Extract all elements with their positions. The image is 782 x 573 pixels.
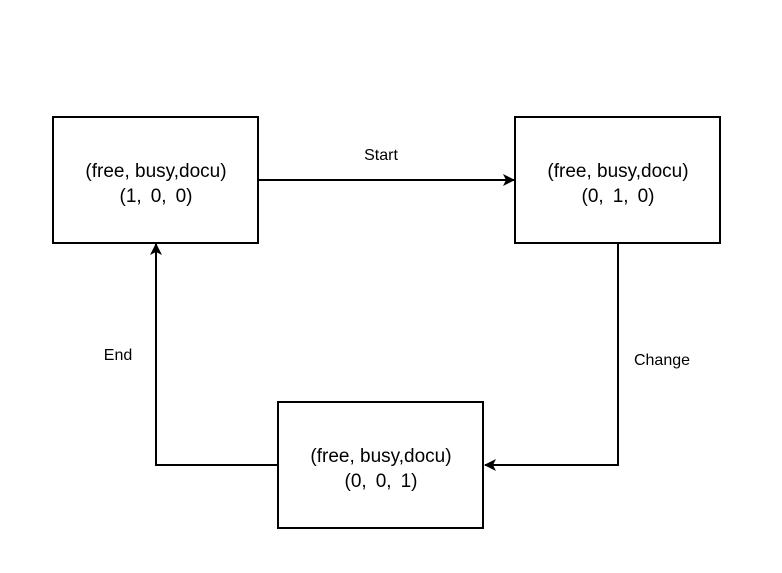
transition-change-arrow (484, 243, 619, 471)
state-node-docu-box (277, 401, 484, 529)
state-node-docu: (free, busy,docu) (0,0,1) (277, 401, 484, 529)
transition-start-label: Start (364, 147, 398, 164)
state-node-docu-header: (free, busy,docu) (310, 446, 451, 467)
state-node-busy-values: (0,1,0) (582, 186, 655, 207)
transition-change: Change (484, 243, 690, 471)
transition-end-arrow (150, 243, 278, 466)
transition-change-label: Change (634, 352, 690, 369)
state-node-free: (free, busy,docu) (1,0,0) (52, 116, 259, 244)
state-node-docu-values: (0,0,1) (345, 471, 418, 492)
transition-start: Start (258, 147, 515, 186)
state-node-free-header: (free, busy,docu) (85, 161, 226, 182)
state-node-busy-header: (free, busy,docu) (547, 161, 688, 182)
state-node-free-box (52, 116, 259, 244)
state-node-busy-box (514, 116, 721, 244)
state-node-free-values: (1,0,0) (120, 186, 193, 207)
transition-end-label: End (104, 347, 132, 364)
state-node-busy: (free, busy,docu) (0,1,0) (514, 116, 721, 244)
transition-end: End (104, 243, 278, 466)
